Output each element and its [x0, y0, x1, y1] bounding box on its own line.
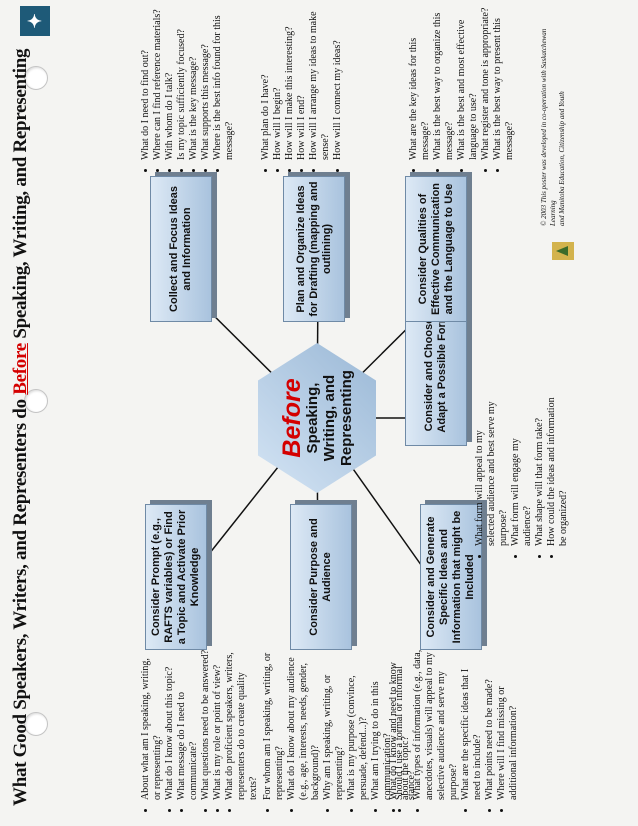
- question-item: Why am I speaking, writing, or represent…: [322, 648, 346, 800]
- question-item: How will I arrange my ideas to make sens…: [308, 0, 332, 160]
- question-item: What register and tone is appropriate?: [480, 0, 492, 160]
- question-item: What supports this message?: [200, 0, 212, 160]
- binder-hole: [24, 712, 48, 736]
- question-item: Where will I find missing or additional …: [496, 648, 520, 800]
- questions-qualities: What are the key ideas for this message?…: [408, 0, 516, 172]
- questions-plan: What plan do I have?How will I begin?How…: [260, 0, 344, 172]
- node-collect: Collect and Focus Ideas and Information: [150, 176, 212, 322]
- hub-line: Representing: [337, 370, 355, 466]
- question-item: What form will engage my audience?: [510, 396, 534, 546]
- question-item: How will I connect my ideas?: [332, 0, 344, 160]
- question-item: What message do I need to communicate?: [176, 648, 200, 800]
- question-item: For whom am I speaking, writing, or repr…: [262, 648, 286, 800]
- question-item: What do I know about this topic?: [164, 648, 176, 800]
- question-item: What form will appeal to my selected aud…: [474, 396, 510, 546]
- node-purpose: Consider Purpose and Audience: [290, 504, 352, 650]
- question-item: What is the best way to organize this me…: [432, 0, 456, 160]
- question-item: Is my topic sufficiently focused?: [176, 0, 188, 160]
- questions-generate: What do I know and need to know about th…: [388, 648, 520, 812]
- question-item: What is my role or point of view?: [212, 648, 224, 800]
- question-item: What types of information (e.g., data, a…: [412, 648, 460, 800]
- question-item: How will I end?: [296, 0, 308, 160]
- node-qualities: Consider Qualities of Effective Communic…: [405, 176, 467, 322]
- question-item: What do proficient speakers, writers, re…: [224, 648, 260, 800]
- hub-before-word: Before: [277, 378, 306, 458]
- question-item: What questions need to be answered?: [200, 648, 212, 800]
- question-item: How will I begin?: [272, 0, 284, 161]
- question-item: What is the best and most effective lang…: [456, 0, 480, 160]
- question-item: Where is the best info found for this me…: [212, 0, 236, 160]
- footer-line: © 2003 This poster was developed in co-o…: [540, 28, 557, 226]
- question-item: Where can I find reference materials?: [152, 0, 164, 160]
- question-item: About what am I speaking, writing, or re…: [140, 648, 164, 800]
- question-item: What is my purpose (convince, persuade, …: [346, 648, 370, 800]
- question-item: What is the best way to present this mes…: [492, 0, 516, 160]
- question-item: What are the key ideas for this message?: [408, 0, 432, 160]
- question-item: What do I need to find out?: [140, 0, 152, 160]
- question-item: What do I know about my audience (e.g., …: [286, 648, 322, 800]
- question-item: With whom do I talk?: [164, 0, 176, 160]
- questions-prompt: About what am I speaking, writing, or re…: [140, 648, 260, 812]
- question-item: What shape will that form take?: [534, 396, 546, 546]
- question-item: What plan do I have?: [260, 0, 272, 160]
- node-plan: Plan and Organize Ideas for Drafting (ma…: [283, 176, 345, 322]
- node-prompt: Consider Prompt (e.g., RAFTS variables) …: [145, 504, 207, 650]
- question-item: How could the ideas and information be o…: [546, 396, 570, 546]
- hub-line: Speaking,: [303, 382, 321, 454]
- question-item: How will I make this interesting?: [284, 0, 296, 160]
- binder-hole: [24, 389, 48, 413]
- question-item: What do I know and need to know about th…: [388, 648, 412, 800]
- binder-hole: [24, 66, 48, 90]
- questions-collect: What do I need to find out?Where can I f…: [140, 0, 236, 172]
- question-item: What are the specific ideas that I need …: [460, 648, 484, 800]
- footer-line: and Manitoba Education, Citizenship and …: [558, 91, 566, 226]
- questions-form: What form will appeal to my selected aud…: [474, 396, 570, 558]
- hub-line: Writing, and: [320, 374, 338, 462]
- question-item: What is the key message?: [188, 0, 200, 160]
- question-item: What points need to be made?: [484, 648, 496, 800]
- saskatchewan-logo-icon: [552, 242, 574, 260]
- footer-credit: © 2003 This poster was developed in co-o…: [540, 16, 567, 226]
- node-generate: Consider and Generate Specific Ideas and…: [420, 504, 482, 650]
